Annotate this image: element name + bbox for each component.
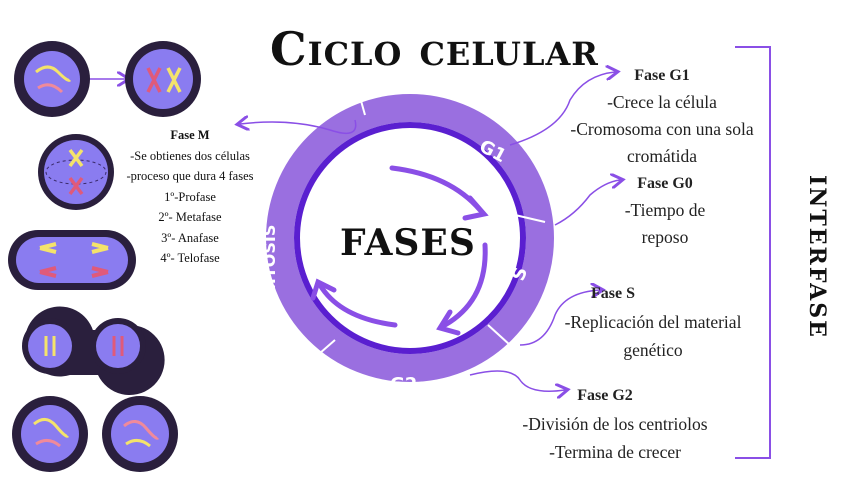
fase-g0-line: -Tiempo de: [624, 200, 706, 220]
cycle-arrows: [310, 165, 489, 336]
fase-m-heading: Fase M: [170, 128, 210, 142]
cell-telophase: [22, 306, 165, 395]
cell-daughter-1: [12, 396, 88, 472]
fase-m-line: -proceso que dura 4 fases: [126, 169, 254, 183]
center-label: FASES: [340, 222, 476, 264]
fase-m-line: 1º-Profase: [164, 189, 216, 204]
ring-label-mitosis: MITOSIS: [260, 225, 279, 300]
fase-g1-heading: Fase G1: [634, 67, 690, 84]
connectors: [88, 72, 620, 391]
cycle-ring: [266, 89, 554, 382]
fase-s-block: Fase S -Replicación del material genétic…: [548, 280, 758, 364]
cell-daughter-2: [102, 396, 178, 472]
fase-g2-line: -Termina de crecer: [549, 442, 681, 462]
cell-interphase-1: [14, 41, 90, 117]
fase-s-heading: Fase S: [591, 285, 635, 302]
fase-g2-line: -División de los centriolos: [522, 414, 708, 434]
fase-m-line: 2º- Metafase: [158, 210, 222, 224]
fase-g2-block: Fase G2 -División de los centriolos -Ter…: [500, 382, 730, 466]
page-title: Ciclo celular: [270, 22, 599, 76]
fase-g2-heading: Fase G2: [577, 387, 633, 404]
fase-g1-line: -Cromosoma con una sola: [570, 119, 754, 139]
fase-g0-block: Fase G0 -Tiempo de reposo: [600, 170, 730, 251]
fase-g0-heading: Fase G0: [637, 175, 693, 192]
fase-g0-line: reposo: [641, 227, 689, 247]
fase-m-block: Fase M -Se obtienes dos células -proceso…: [110, 125, 270, 269]
cell-metaphase: [38, 134, 114, 210]
fase-s-line: -Replicación del material: [564, 312, 742, 332]
fase-g1-line: -Crece la célula: [607, 92, 717, 112]
fase-g1-block: Fase G1 -Crece la célula -Cromosoma con …: [552, 62, 772, 170]
cell-prophase: [125, 41, 201, 117]
fase-m-line: 4º- Telofase: [160, 251, 220, 265]
fase-m-line: 3º- Anafase: [161, 230, 219, 245]
fase-m-line: -Se obtienes dos células: [130, 148, 250, 163]
interfase-bracket: [735, 46, 771, 459]
ring-label-g2: G2: [390, 374, 417, 395]
fase-g1-line: cromátida: [627, 146, 697, 166]
cell-anaphase: [8, 230, 136, 290]
fase-s-line: genético: [623, 340, 683, 360]
interfase-label: INTERFASE: [804, 175, 830, 339]
